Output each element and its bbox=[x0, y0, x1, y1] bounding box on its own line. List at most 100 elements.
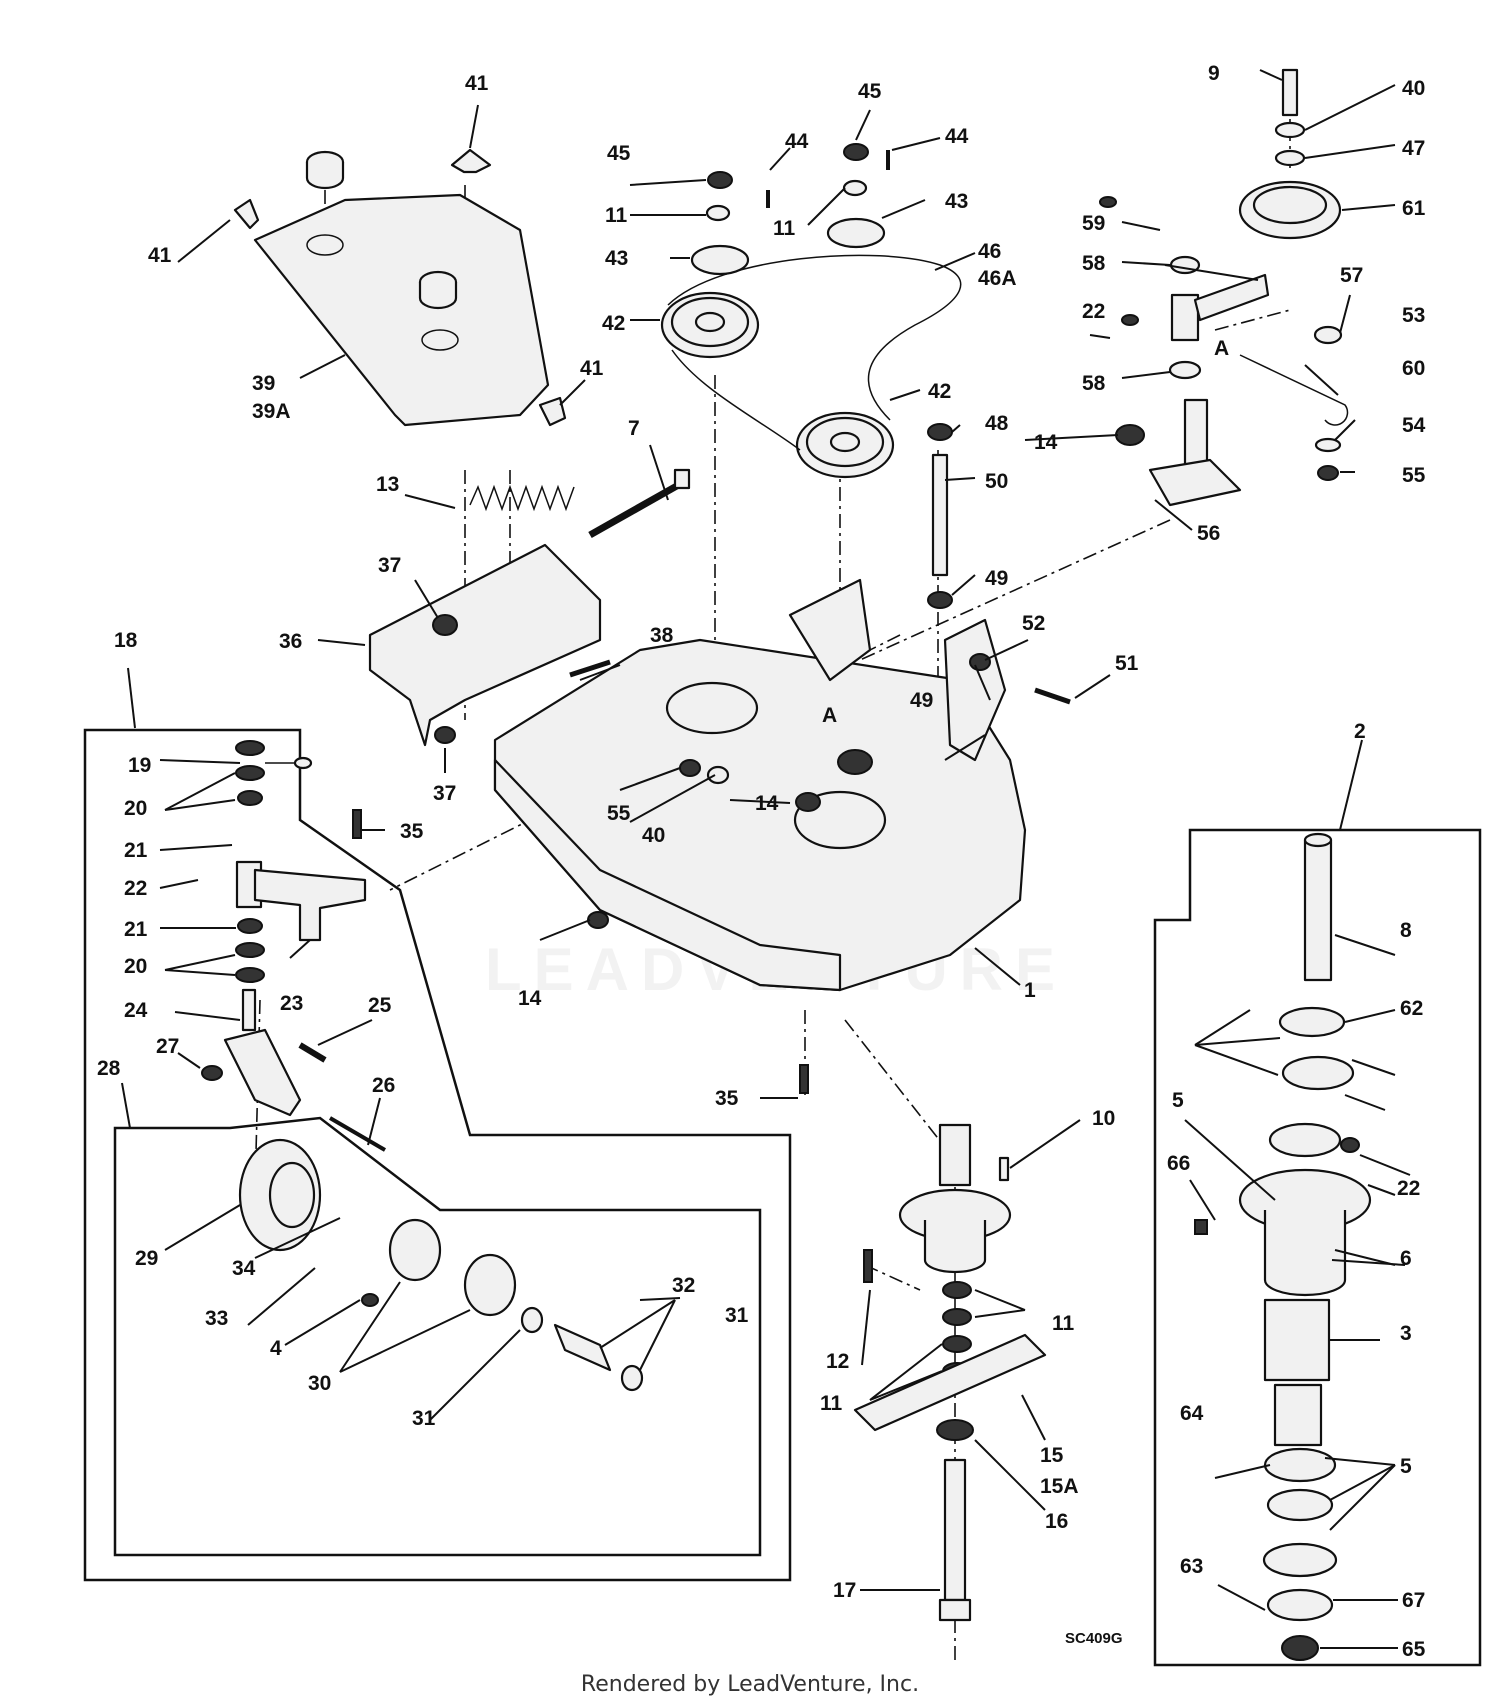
callout-55b: 55 bbox=[1402, 464, 1426, 487]
callout-44b: 44 bbox=[945, 125, 969, 148]
wing-knob bbox=[233, 148, 567, 427]
callout-46: 46 bbox=[978, 240, 1001, 263]
callout-5: 5 bbox=[1172, 1089, 1184, 1112]
callout-45a: 45 bbox=[607, 142, 631, 165]
spindle-detail bbox=[1238, 1006, 1372, 1661]
upper-pulley bbox=[1238, 68, 1342, 240]
callout-22c: 22 bbox=[1397, 1177, 1420, 1200]
callout-17: 17 bbox=[833, 1579, 856, 1602]
callout-19: 19 bbox=[128, 754, 151, 777]
callout-9: 9 bbox=[1208, 62, 1220, 85]
callout-31b: 31 bbox=[725, 1304, 749, 1327]
callout-11b: 11 bbox=[773, 217, 796, 240]
callout-22a: 22 bbox=[124, 877, 147, 900]
callout-36: 36 bbox=[279, 630, 302, 653]
leader-lines bbox=[121, 69, 1411, 1649]
bearing-set bbox=[388, 1218, 644, 1392]
callout-23: 23 bbox=[280, 992, 303, 1015]
callout-12: 12 bbox=[826, 1350, 849, 1373]
callout-20a: 20 bbox=[124, 797, 147, 820]
small-hardware bbox=[201, 150, 1360, 1307]
callout-20b: 20 bbox=[124, 955, 147, 978]
callout-59: 59 bbox=[1082, 212, 1105, 235]
blade-bolt bbox=[938, 1458, 972, 1622]
reference-letter-a1: A bbox=[1214, 337, 1229, 360]
callout-65: 65 bbox=[1402, 1638, 1426, 1661]
callout-38: 38 bbox=[650, 624, 674, 647]
callout-11a: 11 bbox=[605, 204, 628, 227]
callout-63: 63 bbox=[1180, 1555, 1203, 1578]
pulley-left bbox=[660, 291, 760, 359]
callout-46A: 46A bbox=[978, 267, 1017, 290]
callout-64: 64 bbox=[1180, 1402, 1204, 1425]
callout-33: 33 bbox=[205, 1307, 228, 1330]
spindle-shaft bbox=[1303, 832, 1333, 982]
callout-30: 30 bbox=[308, 1372, 331, 1395]
callout-21b: 21 bbox=[124, 918, 148, 941]
callout-41c: 41 bbox=[580, 357, 604, 380]
pulley-right bbox=[795, 411, 895, 479]
callout-42a: 42 bbox=[602, 312, 625, 335]
detail-box-28 bbox=[113, 1116, 762, 1557]
callout-49b: 49 bbox=[910, 689, 933, 712]
callout-44a: 44 bbox=[785, 130, 809, 153]
callout-37b: 37 bbox=[433, 782, 456, 805]
callout-39A: 39A bbox=[252, 400, 291, 423]
callout-5b: 5 bbox=[1400, 1455, 1412, 1478]
idler-arm bbox=[235, 860, 367, 942]
callout-57: 57 bbox=[1340, 264, 1363, 287]
callout-41b: 41 bbox=[148, 244, 172, 267]
callout-62: 62 bbox=[1400, 997, 1423, 1020]
callout-53: 53 bbox=[1402, 304, 1425, 327]
callout-37a: 37 bbox=[378, 554, 401, 577]
pivot-post bbox=[1115, 255, 1349, 507]
detail-box-2 bbox=[1153, 828, 1482, 1667]
callout-55a: 55 bbox=[607, 802, 631, 825]
callout-2: 2 bbox=[1354, 720, 1366, 743]
mower-blade bbox=[853, 1333, 1047, 1441]
callout-31a: 31 bbox=[412, 1407, 436, 1430]
callout-15A: 15A bbox=[1040, 1475, 1079, 1498]
callout-56: 56 bbox=[1197, 522, 1220, 545]
callout-14b: 14 bbox=[755, 792, 779, 815]
belt-cover bbox=[253, 150, 550, 427]
callout-26: 26 bbox=[372, 1074, 395, 1097]
callout-6: 6 bbox=[1400, 1247, 1412, 1270]
callout-35a: 35 bbox=[400, 820, 424, 843]
callout-22b: 22 bbox=[1082, 300, 1105, 323]
callout-28: 28 bbox=[97, 1057, 121, 1080]
callout-10: 10 bbox=[1092, 1107, 1115, 1130]
pivot-bracket bbox=[223, 988, 302, 1117]
reference-letter-a2: A bbox=[822, 704, 837, 727]
callout-58b: 58 bbox=[1082, 372, 1106, 395]
callout-35b: 35 bbox=[715, 1087, 739, 1110]
callout-8: 8 bbox=[1400, 919, 1412, 942]
callout-42b: 42 bbox=[928, 380, 951, 403]
callout-61: 61 bbox=[1402, 197, 1426, 220]
callout-21a: 21 bbox=[124, 839, 148, 862]
callout-14c: 14 bbox=[1034, 431, 1058, 454]
pulley-hub bbox=[690, 143, 886, 276]
callout-1: 1 bbox=[1024, 979, 1036, 1002]
callout-13: 13 bbox=[376, 473, 399, 496]
callout-40b: 40 bbox=[1402, 77, 1425, 100]
idler-pulley bbox=[238, 1138, 322, 1252]
callout-15: 15 bbox=[1040, 1444, 1064, 1467]
callout-18: 18 bbox=[114, 629, 138, 652]
callout-labels: 1 2 3 4 5 5 6 7 8 9 10 11 11 11 11 12 13… bbox=[97, 62, 1426, 1661]
callout-41a: 41 bbox=[465, 72, 489, 95]
callout-50: 50 bbox=[985, 470, 1008, 493]
callout-49a: 49 bbox=[985, 567, 1008, 590]
callout-66: 66 bbox=[1167, 1152, 1190, 1175]
figure-code: SC409G bbox=[1065, 1630, 1123, 1647]
callout-34: 34 bbox=[232, 1257, 256, 1280]
callout-43a: 43 bbox=[605, 247, 628, 270]
callout-11c: 11 bbox=[1052, 1312, 1075, 1335]
spindle-housing bbox=[898, 1123, 1012, 1380]
callout-25: 25 bbox=[368, 994, 392, 1017]
callout-67: 67 bbox=[1402, 1589, 1425, 1612]
callout-60: 60 bbox=[1402, 357, 1425, 380]
callout-54: 54 bbox=[1402, 414, 1426, 437]
callout-45b: 45 bbox=[858, 80, 882, 103]
